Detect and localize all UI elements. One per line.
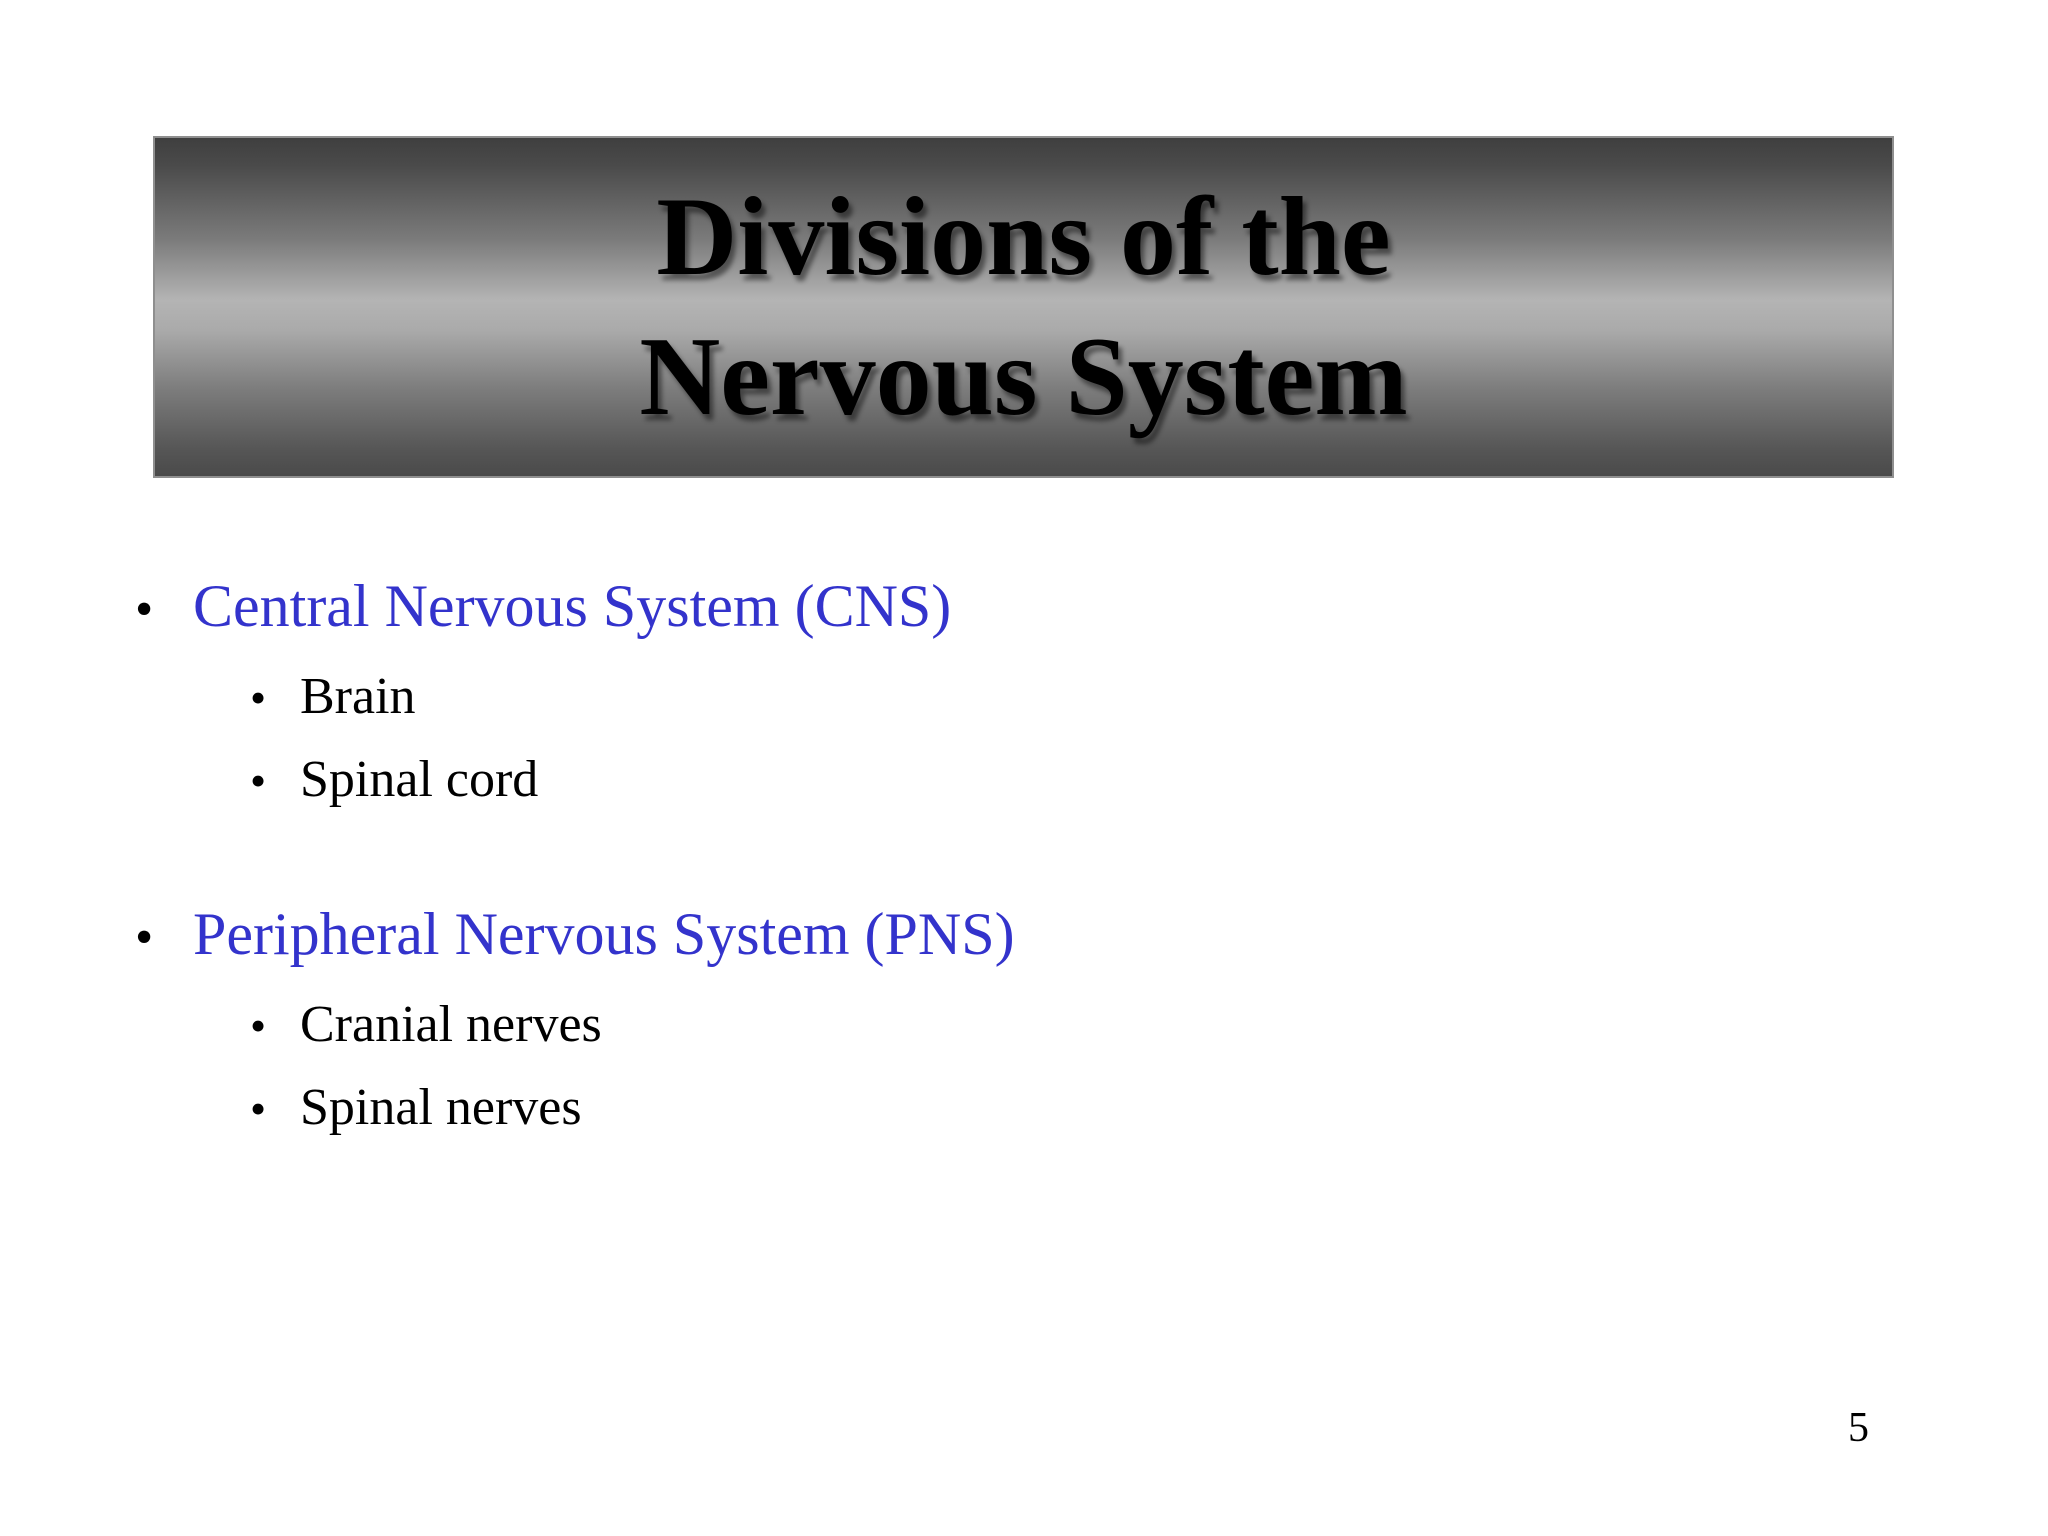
bullet-label-brain: Brain [300, 668, 416, 725]
bullet-label-pns: Peripheral Nervous System (PNS) [193, 901, 1015, 967]
bullet-item-pns: • Peripheral Nervous System (PNS) [135, 888, 1635, 984]
bullet-label-cns: Central Nervous System (CNS) [193, 573, 952, 639]
slide-title-line2: Nervous System [639, 315, 1408, 439]
bullet-label-spinal-nerves: Spinal nerves [300, 1079, 582, 1136]
bullet-label-cranial-nerves: Cranial nerves [300, 996, 602, 1053]
bullet-label-spinal-cord: Spinal cord [300, 751, 539, 808]
slide-title: Divisions of the Nervous System [639, 167, 1407, 447]
bullet-marker-icon: • [250, 1000, 267, 1051]
title-banner: Divisions of the Nervous System [153, 136, 1894, 478]
bullet-item-brain: • Brain [135, 656, 1635, 739]
bullet-marker-icon: • [135, 581, 154, 638]
bullet-marker-icon: • [250, 755, 267, 806]
page-number: 5 [1848, 1405, 1869, 1451]
bullet-list: • Central Nervous System (CNS) • Brain •… [135, 560, 1635, 1150]
bullet-item-cranial-nerves: • Cranial nerves [135, 984, 1635, 1067]
bullet-marker-icon: • [250, 1083, 267, 1134]
bullet-marker-icon: • [135, 909, 154, 966]
bullet-marker-icon: • [250, 672, 267, 723]
bullet-item-cns: • Central Nervous System (CNS) [135, 560, 1635, 656]
bullet-item-spinal-cord: • Spinal cord [135, 739, 1635, 822]
slide-title-line1: Divisions of the [656, 175, 1391, 299]
bullet-group-spacer [135, 822, 1635, 888]
bullet-item-spinal-nerves: • Spinal nerves [135, 1067, 1635, 1150]
